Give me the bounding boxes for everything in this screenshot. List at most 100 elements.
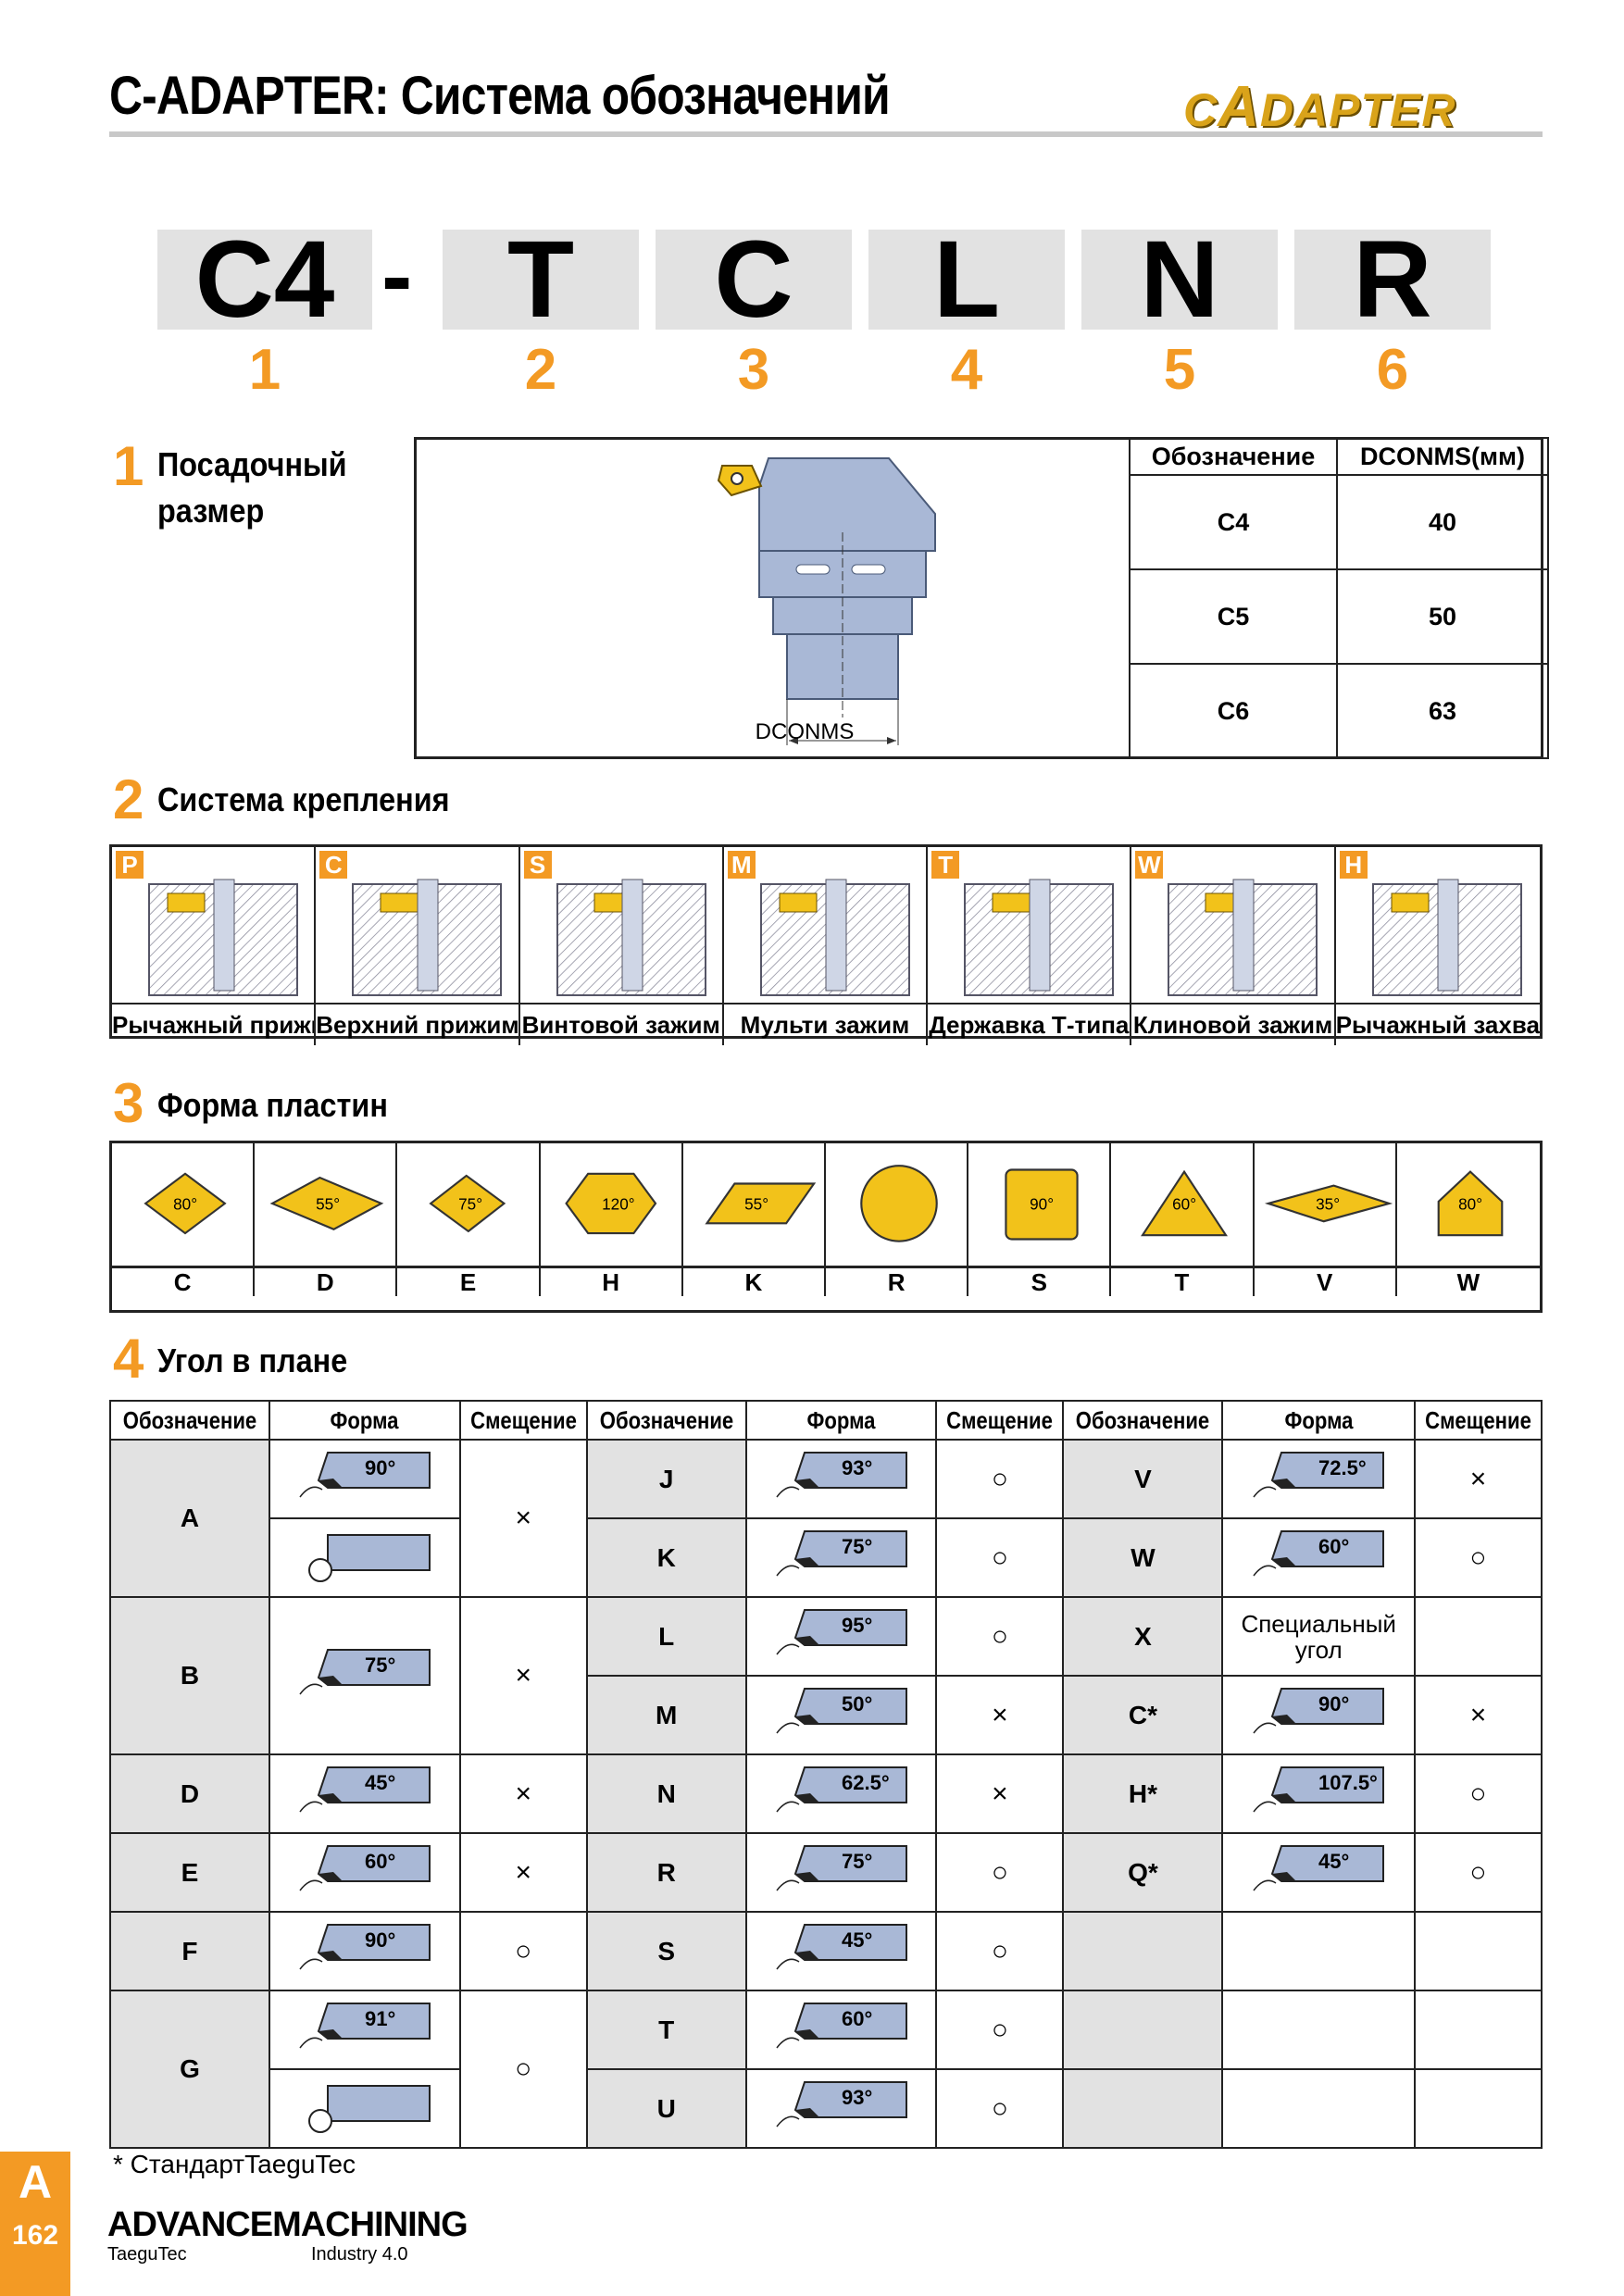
shape-cell: 95° bbox=[744, 1596, 938, 1677]
insert-body bbox=[564, 1172, 656, 1235]
insert-body bbox=[1437, 1170, 1504, 1237]
designation-cell: K bbox=[585, 1517, 747, 1598]
offset-cell: ○ bbox=[935, 1517, 1065, 1598]
header-shape: Форма bbox=[744, 1400, 938, 1441]
tool-shape-icon: 95° bbox=[775, 1609, 907, 1655]
code-dash: - bbox=[381, 224, 413, 328]
approach-angle-label: 60° bbox=[842, 2007, 872, 2030]
approach-angle-label: 60° bbox=[1318, 1535, 1349, 1558]
row-code: C4 bbox=[1129, 474, 1338, 570]
shape-cell: 90° bbox=[1221, 1675, 1416, 1755]
insert-shape-icon: 80° bbox=[1437, 1170, 1504, 1237]
insert-angle-label: 80° bbox=[1458, 1194, 1482, 1213]
tool-shape-icon: 72.5° bbox=[1253, 1452, 1385, 1498]
brand-sub-left: TaeguTec bbox=[107, 2244, 187, 2265]
offset-cell bbox=[1413, 1596, 1543, 1677]
offset-cell: ○ bbox=[935, 1596, 1065, 1677]
shape-cell: 107.5° bbox=[1221, 1753, 1416, 1834]
clamp-illustration bbox=[148, 879, 298, 996]
insert-shape-icon: 75° bbox=[429, 1174, 506, 1233]
shape-cell: 75° bbox=[744, 1517, 938, 1598]
empty-offset-cell bbox=[1413, 1990, 1543, 2070]
insert-shape-icon bbox=[860, 1165, 938, 1242]
offset-cell: ○ bbox=[458, 1990, 588, 2149]
code-part-6: R bbox=[1294, 225, 1491, 334]
designation-cell: M bbox=[585, 1675, 747, 1755]
approach-angle-label: 45° bbox=[842, 1928, 872, 1952]
code-number-6: 6 bbox=[1376, 338, 1409, 402]
insert-body bbox=[1005, 1168, 1079, 1241]
tool-shape-icon: 75° bbox=[299, 1648, 431, 1694]
row-value: 50 bbox=[1336, 568, 1549, 665]
header-shape: Форма bbox=[1221, 1400, 1416, 1441]
shape-cell: 90° bbox=[268, 1911, 461, 1991]
insert-angle-label: 90° bbox=[1030, 1194, 1054, 1213]
offset-cell: ○ bbox=[935, 1832, 1065, 1913]
tool-shape-icon: 90° bbox=[299, 1452, 431, 1498]
insert-shape-icon: 60° bbox=[1141, 1169, 1229, 1237]
offset-cell: ○ bbox=[1413, 1517, 1543, 1598]
insert-shape-d: 55° bbox=[255, 1143, 398, 1268]
insert-shape-icon: 80° bbox=[144, 1172, 227, 1235]
approach-angle-label: 91° bbox=[365, 2007, 395, 2030]
approach-angle-label: 75° bbox=[842, 1535, 872, 1558]
insert-shape-icon: 90° bbox=[1005, 1168, 1079, 1241]
clamping-type-c: C bbox=[316, 847, 520, 1004]
designation-cell: J bbox=[585, 1439, 747, 1519]
brand-logo: ADVANCEMACHINING bbox=[107, 2205, 468, 2244]
code-number-4: 4 bbox=[950, 338, 983, 402]
offset-cell: × bbox=[1413, 1675, 1543, 1755]
approach-angle-label: 90° bbox=[365, 1928, 395, 1952]
clamp-letter-badge: S bbox=[523, 851, 552, 879]
clamping-type-s: S bbox=[519, 847, 724, 1004]
insert-shape-icon: 55° bbox=[269, 1176, 384, 1230]
designation-cell: X bbox=[1062, 1596, 1224, 1677]
insert-angle-label: 55° bbox=[316, 1194, 340, 1213]
insert-shape-c: 80° bbox=[112, 1143, 256, 1268]
row-code: C5 bbox=[1129, 568, 1338, 665]
page-tab: A 162 bbox=[0, 2152, 70, 2296]
tool-shape-icon: 60° bbox=[299, 1845, 431, 1891]
clamp-label: Винтовой зажим bbox=[520, 1004, 724, 1045]
insert-shape-k: 55° bbox=[682, 1143, 826, 1268]
offset-cell: × bbox=[935, 1753, 1065, 1834]
shape-cell: 91° bbox=[268, 1990, 461, 2070]
clamping-type-m: M bbox=[723, 847, 929, 1004]
insert-angle-label: 55° bbox=[744, 1194, 768, 1213]
designation-cell: W bbox=[1062, 1517, 1224, 1598]
designation-cell: F bbox=[109, 1911, 270, 1991]
clamp-illustration bbox=[759, 879, 910, 996]
offset-cell: × bbox=[458, 1439, 588, 1598]
clamp-illustration bbox=[556, 879, 706, 996]
code-number-3: 3 bbox=[737, 338, 770, 402]
clamp-letter-badge: T bbox=[931, 851, 960, 879]
section-2-number: 2 bbox=[113, 768, 144, 830]
offset-cell: × bbox=[458, 1753, 588, 1834]
shape-cell: 45° bbox=[1221, 1832, 1416, 1913]
insert-shape-letter: E bbox=[397, 1268, 541, 1296]
clamping-type-p: P bbox=[112, 847, 317, 1004]
designation-cell: E bbox=[109, 1832, 270, 1913]
approach-angle-label: 107.5° bbox=[1318, 1771, 1378, 1794]
title-divider bbox=[109, 131, 1543, 137]
table-header-designation: Обозначение bbox=[1129, 437, 1338, 476]
row-code: C6 bbox=[1129, 663, 1338, 759]
offset-cell: ○ bbox=[935, 1990, 1065, 2070]
section-4-title: Угол в плане bbox=[157, 1341, 348, 1379]
tool-shape-icon: 90° bbox=[299, 1924, 431, 1970]
code-part-2: T bbox=[443, 225, 639, 334]
designation-cell: C* bbox=[1062, 1675, 1224, 1755]
insert-body bbox=[1141, 1169, 1229, 1237]
shape-cell bbox=[268, 1517, 461, 1598]
clamp-letter-badge: M bbox=[727, 851, 756, 879]
